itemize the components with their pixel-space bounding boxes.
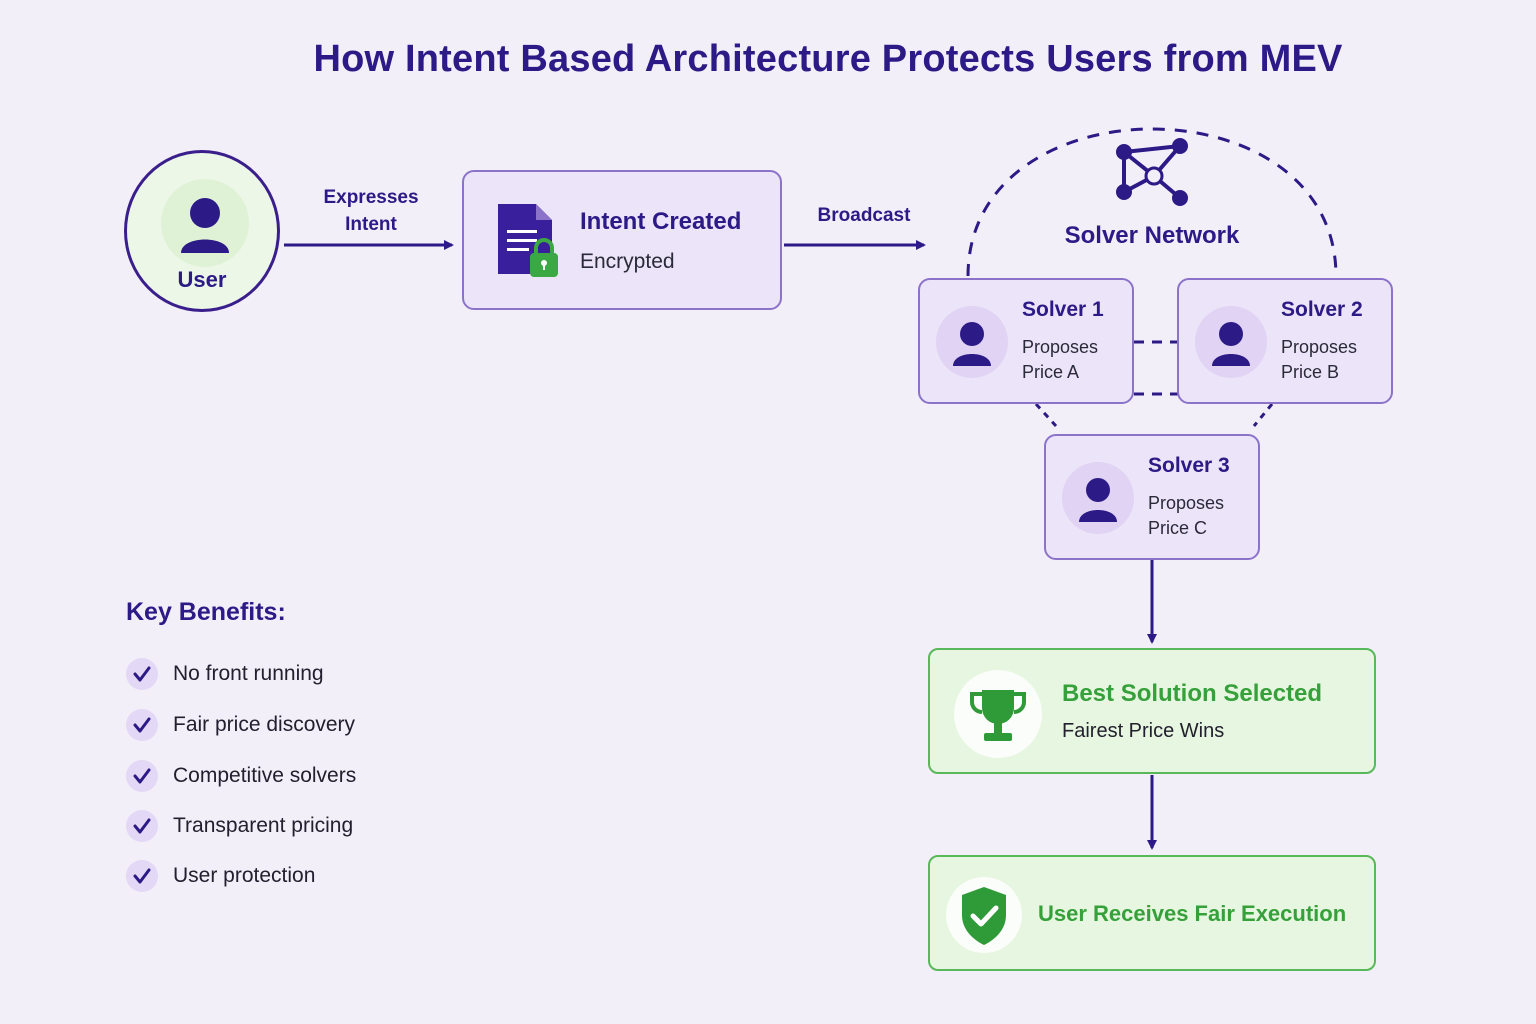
solver-avatar [1195,306,1267,378]
network-icon [1116,138,1188,206]
fair-execution-box: User Receives Fair Execution [928,855,1376,971]
solver-title: Solver 2 [1281,298,1363,321]
best-solution-title: Best Solution Selected [1062,680,1323,707]
broadcast-label: Broadcast [817,205,911,226]
user-icon [1212,322,1250,366]
intent-title: Intent Created [580,208,742,235]
solver-proposal: Proposes Price B [1281,337,1358,382]
user-icon [953,322,991,366]
solver-network-title: Solver Network [1064,222,1240,249]
user-icon [1079,478,1117,522]
checkmark-icon [126,810,158,842]
benefit-label: Transparent pricing [173,814,354,837]
solver-avatar [936,306,1008,378]
solver-avatar [1062,462,1134,534]
solver-card: Solver 3 Proposes Price C [1044,434,1260,560]
page-title: How Intent Based Architecture Protects U… [313,38,1343,80]
benefits-title: Key Benefits: [126,598,286,626]
benefit-label: No front running [173,662,324,685]
encrypted-document-icon [498,204,558,277]
solver-card: Solver 2 Proposes Price B [1177,278,1393,404]
user-node: User [124,150,280,312]
checkmark-icon [126,860,158,892]
fair-execution-title: User Receives Fair Execution [1038,901,1347,926]
trophy-icon [970,690,1026,741]
solver-title: Solver 1 [1022,298,1104,321]
solver-proposal: Proposes Price A [1022,337,1099,382]
solver-network-dashed-arc [966,127,1338,277]
benefit-label: Competitive solvers [173,764,357,787]
solver-card: Solver 1 Proposes Price A [918,278,1134,404]
best-solution-box: Best Solution Selected Fairest Price Win… [928,648,1376,774]
checkmark-icon [126,709,158,741]
user-avatar [161,179,249,267]
benefit-label: Fair price discovery [173,713,356,736]
intent-created-box: Intent Created Encrypted [462,170,782,310]
solver-proposal: Proposes Price C [1148,493,1225,538]
solver-title: Solver 3 [1148,454,1230,477]
checkmark-icon [126,760,158,792]
intent-subtitle: Encrypted [580,250,675,273]
checkmark-icon [126,658,158,690]
shield-badge [946,877,1022,953]
user-icon [181,198,229,253]
expresses-intent-label: Expresses Intent [323,187,419,235]
shield-check-icon [962,887,1006,945]
benefit-label: User protection [173,864,316,887]
user-label: User [177,267,227,292]
best-solution-subtitle: Fairest Price Wins [1062,720,1225,742]
trophy-badge [954,670,1042,758]
